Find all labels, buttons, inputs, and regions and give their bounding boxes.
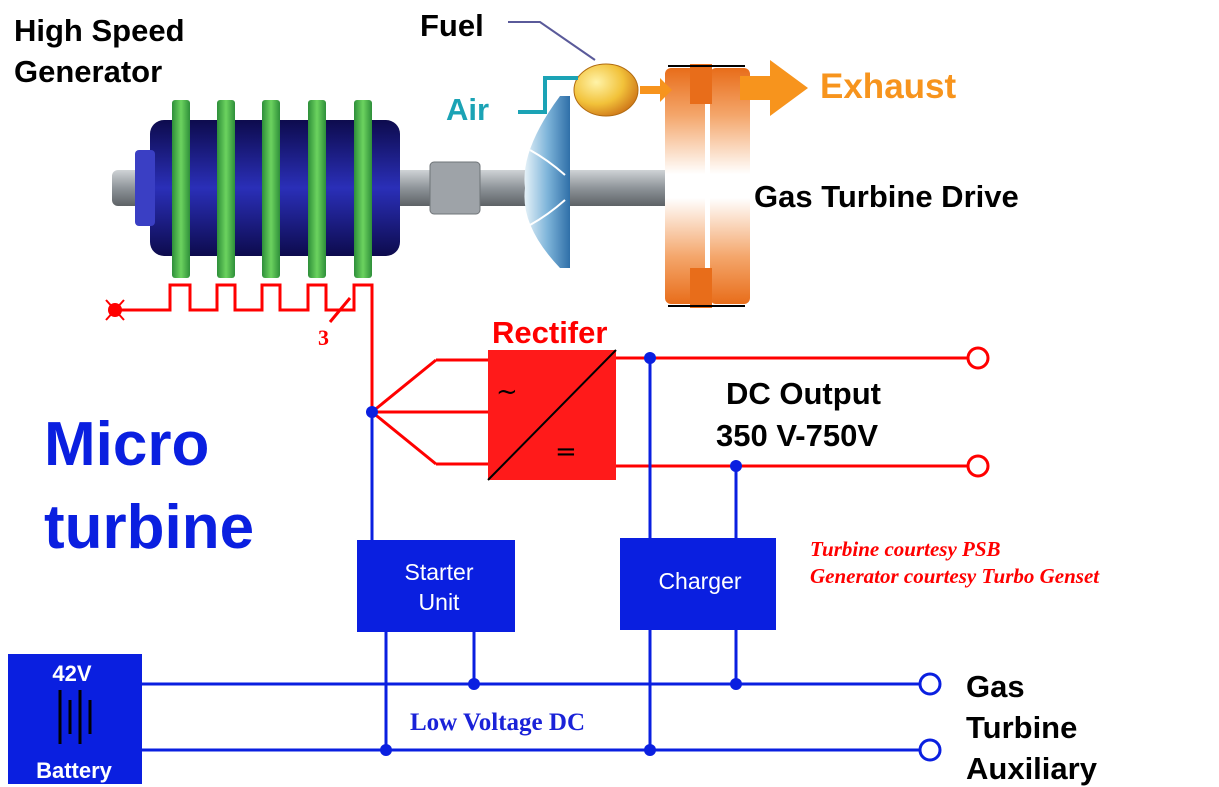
rectifier-block (487, 349, 617, 481)
aux-label-line2: Turbine (966, 710, 1077, 745)
exhaust-arrow (740, 60, 808, 116)
starter-label-line2: Unit (419, 589, 461, 615)
rectifier-input-wiring (371, 358, 488, 466)
gas-turbine-drive-label: Gas Turbine Drive (754, 179, 1019, 214)
rectifier-dc-symbol: = (555, 437, 577, 467)
neutral-terminal (105, 299, 125, 321)
title-line1: Micro (44, 410, 209, 479)
battery-voltage-label: 42V (52, 661, 91, 686)
dc-output-label-line1: DC Output (726, 376, 881, 411)
credit-line1: Turbine courtesy PSB (810, 537, 1001, 561)
low-voltage-wiring (142, 358, 920, 752)
generator-label-line2: Generator (14, 54, 162, 89)
fuel-label: Fuel (420, 8, 484, 43)
auxiliary-terminals (918, 672, 942, 762)
combustor (573, 63, 639, 117)
generator-label-line1: High Speed (14, 13, 185, 48)
dc-output-label-line2: 350 V-750V (716, 418, 878, 453)
combustor-to-turbine-arrow (640, 78, 672, 102)
generator-output-wiring (115, 283, 374, 412)
battery-label: Battery (36, 758, 113, 783)
junction-dots (366, 352, 742, 756)
dc-output-terminals (966, 346, 990, 478)
title-line2: turbine (44, 493, 254, 562)
shaft-coupling (429, 161, 481, 215)
compressor-wheel (524, 96, 570, 268)
air-label: Air (446, 92, 489, 127)
air-inlet-pipe (518, 76, 578, 114)
aux-label-line3: Auxiliary (966, 751, 1098, 786)
generator-windings (172, 100, 372, 278)
starter-unit-block (357, 540, 515, 632)
low-voltage-dc-label: Low Voltage DC (410, 709, 585, 736)
charger-label: Charger (658, 568, 741, 594)
fuel-line (508, 21, 596, 61)
phase-count-label: 3 (318, 325, 329, 350)
charger-block (620, 538, 776, 630)
aux-label-line1: Gas (966, 669, 1025, 704)
dc-output-bus (616, 356, 968, 468)
starter-label-line1: Starter (404, 559, 473, 585)
battery-block (8, 654, 142, 784)
credit-line2: Generator courtesy Turbo Genset (810, 564, 1100, 588)
rectifier-label: Rectifer (492, 315, 607, 350)
exhaust-label: Exhaust (820, 67, 956, 106)
rectifier-ac-symbol: ~ (496, 377, 518, 407)
turbine-wheels (665, 64, 750, 308)
